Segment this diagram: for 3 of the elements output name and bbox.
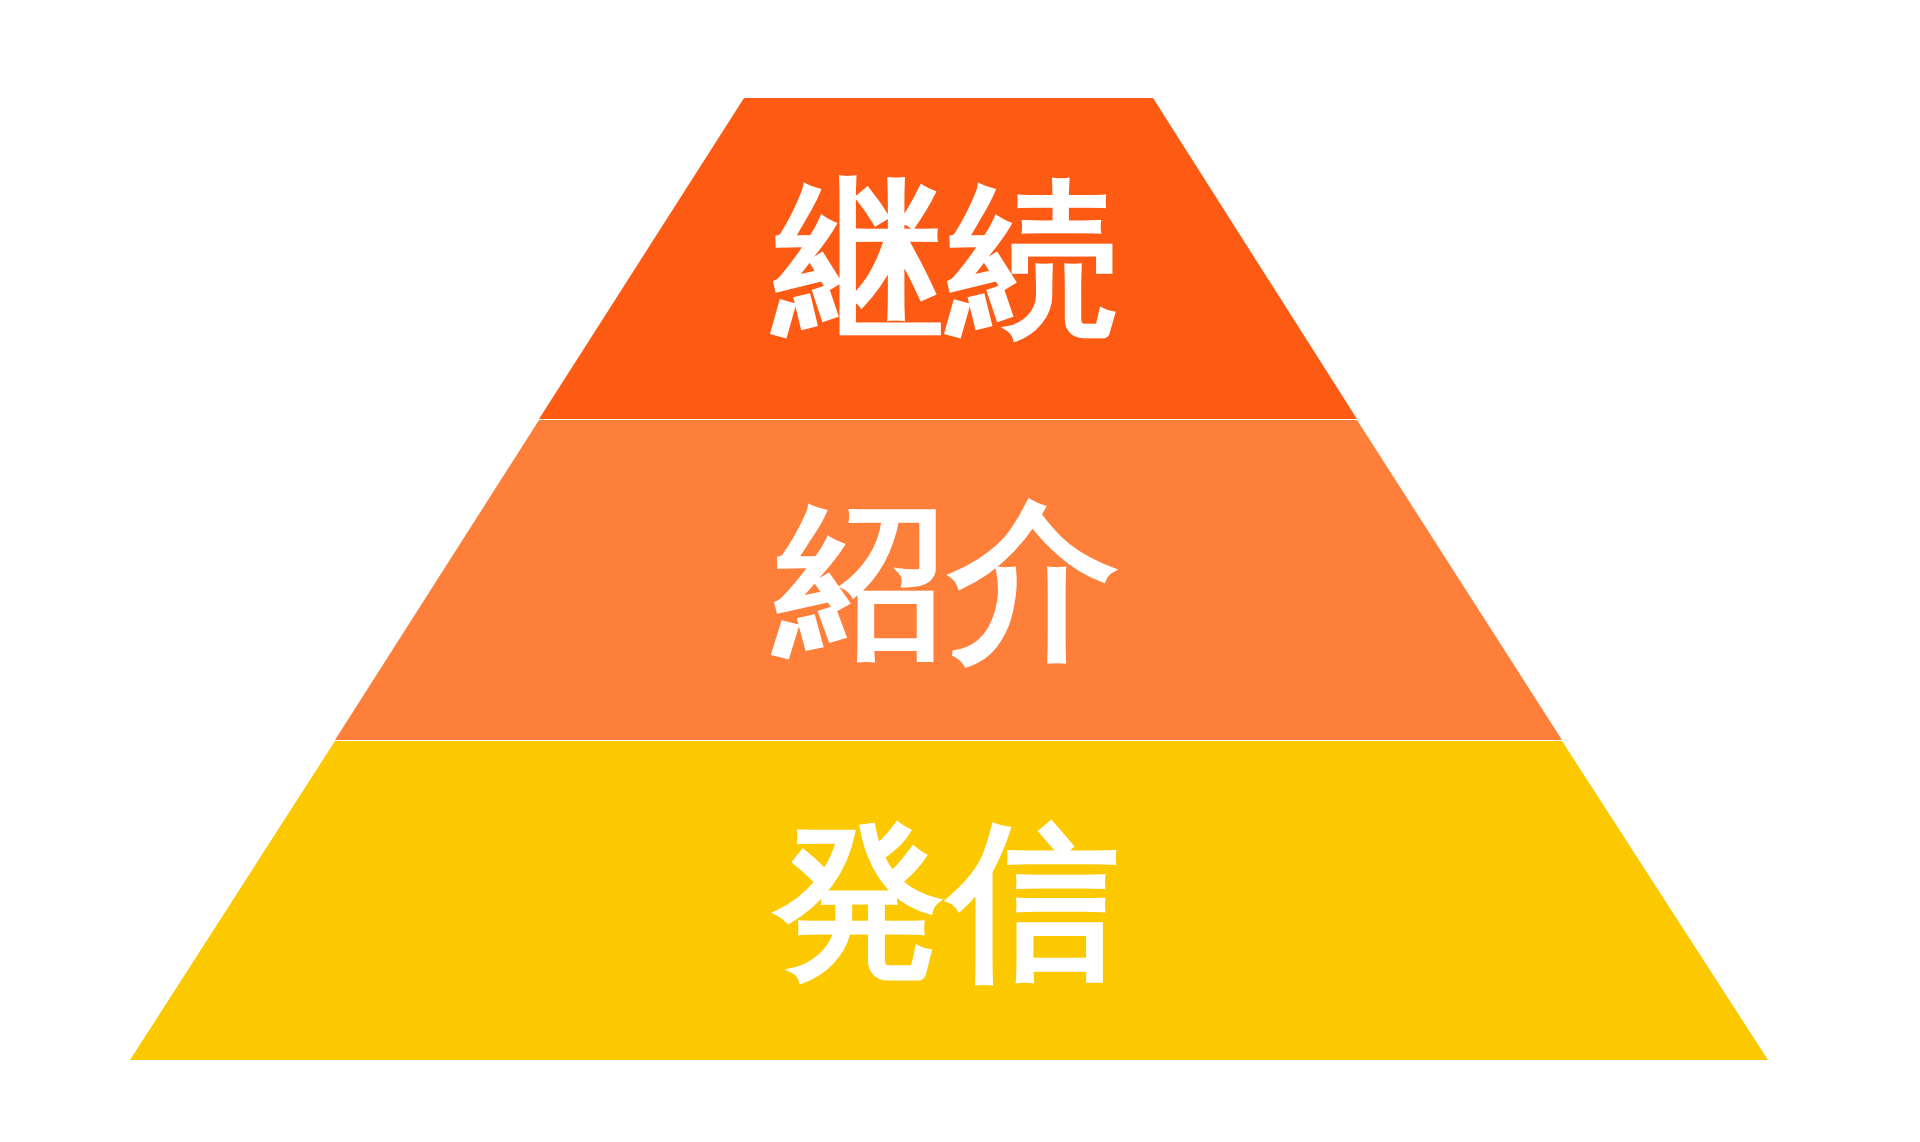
- pyramid-tier: [539, 98, 1357, 419]
- pyramid-tier: [335, 420, 1562, 740]
- pyramid-tier: [130, 741, 1768, 1060]
